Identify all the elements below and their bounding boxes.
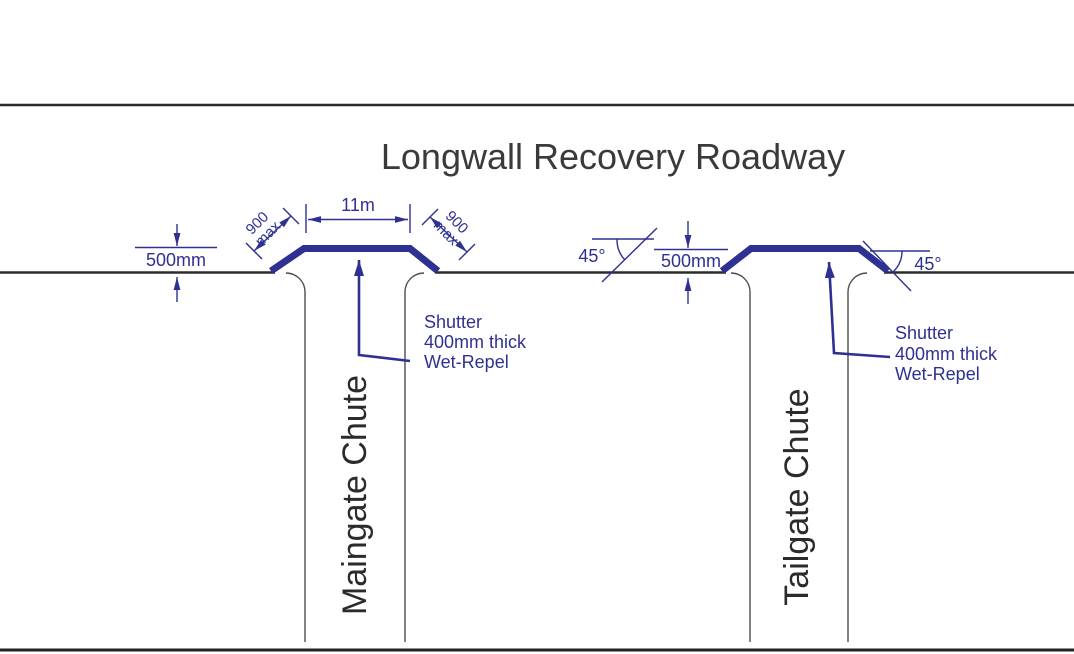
- note-tailgate-shutter: Shutter 400mm thick Wet-Repel: [824, 261, 998, 384]
- angle-45-left: 45°: [578, 227, 658, 283]
- note-maingate-shutter: Shutter 400mm thick Wet-Repel: [354, 260, 527, 372]
- angle-45-left-value: 45°: [578, 246, 605, 266]
- maingate-wall-left: [285, 272, 306, 642]
- dim-11m-value: 11m: [341, 195, 375, 215]
- angle-45-right-arc: [892, 250, 903, 273]
- dim-500mm-left: 500mm: [135, 224, 217, 302]
- tailgate-shutter-shape: [719, 245, 891, 274]
- angle-45-right-value: 45°: [914, 254, 941, 274]
- tailgate-wall-right: [847, 272, 868, 642]
- maingate-wall-right: [404, 272, 425, 642]
- dim-500mm-right-value: 500mm: [661, 251, 721, 271]
- maingate-chute-label: Maingate Chute: [336, 375, 374, 615]
- roadway-outline: [0, 103, 1074, 652]
- page-title: Longwall Recovery Roadway: [381, 136, 845, 177]
- tailgate-chute-label: Tailgate Chute: [778, 388, 816, 605]
- tailgate-chute: Tailgate Chute: [719, 245, 891, 642]
- dim-500mm-left-value: 500mm: [146, 250, 206, 270]
- dim-900max-left-line: [253, 215, 292, 252]
- tailgate-wall-left: [730, 272, 751, 642]
- maingate-note-line2: 400mm thick: [424, 332, 527, 352]
- dim-900max-right: 900 max: [421, 208, 476, 261]
- tailgate-shutter-leader: [824, 261, 891, 359]
- tailgate-note-line3: Wet-Repel: [895, 364, 980, 384]
- dim-11m: 11m: [305, 195, 411, 233]
- dim-500mm-right: 500mm: [654, 221, 728, 304]
- maingate-note-line3: Wet-Repel: [424, 352, 509, 372]
- dim-900max-left: 900 max: [243, 207, 300, 260]
- tailgate-note-line1: Shutter: [895, 323, 953, 343]
- tailgate-note-line2: 400mm thick: [895, 344, 998, 364]
- dim-900max-right-line: [429, 216, 468, 253]
- angle-45-right-slope-line: [862, 240, 912, 292]
- angle-45-right: 45°: [862, 240, 942, 292]
- maingate-shutter-shape: [269, 245, 441, 274]
- maingate-note-line1: Shutter: [424, 312, 482, 332]
- maingate-chute: Maingate Chute: [269, 245, 441, 642]
- angle-45-left-arc: [616, 238, 626, 261]
- angle-45-left-slope-line: [601, 227, 658, 283]
- maingate-shutter-leader: [354, 260, 411, 363]
